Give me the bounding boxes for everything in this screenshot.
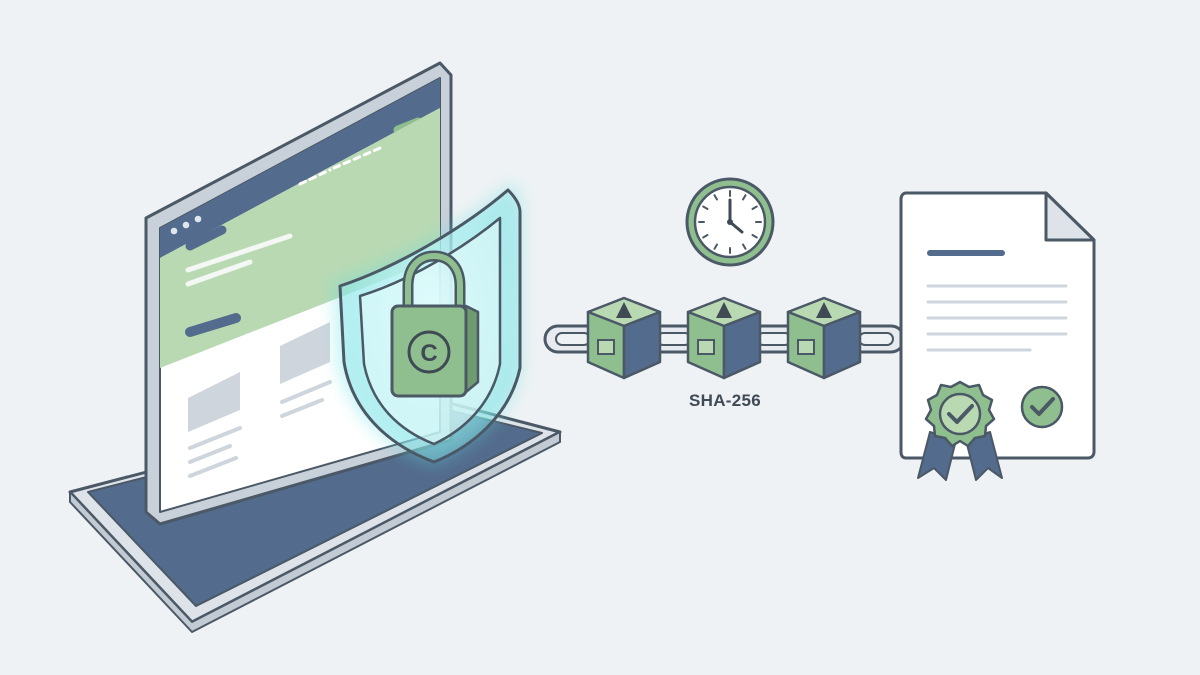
copyright-icon: C (407, 330, 451, 374)
content-line (280, 380, 332, 404)
blockchain-icon: SHA-256 (543, 296, 906, 410)
copyright-symbol: C (420, 340, 437, 367)
padlock-shackle-fill (405, 252, 463, 321)
window-dot (182, 221, 190, 229)
content-card (188, 372, 240, 432)
hash-label: SHA-256 (689, 391, 761, 410)
chain-block (586, 296, 662, 380)
content-line (188, 444, 232, 464)
laptop-base-edge (69, 431, 561, 633)
hero-heading (185, 225, 227, 251)
nav-link (298, 168, 332, 186)
window-dot (170, 227, 178, 235)
checkmark-icon (1020, 385, 1064, 429)
certificate-fold (1044, 191, 1096, 242)
content-line (280, 398, 324, 418)
webpage-hero (160, 108, 440, 368)
padlock-icon: C (390, 250, 480, 398)
award-ribbon-icon (917, 380, 1003, 481)
window-dot (194, 215, 202, 223)
nav-link (332, 146, 382, 170)
content-card (280, 322, 330, 384)
award-check (947, 404, 974, 424)
chain-block (686, 296, 762, 380)
hero-cta (185, 313, 241, 337)
content-line (188, 456, 238, 478)
clock-icon (685, 177, 775, 267)
padlock-body (390, 304, 468, 398)
webpage-navbar (160, 78, 440, 258)
hero-line (185, 233, 293, 273)
padlock-body-side (464, 304, 480, 394)
content-line (188, 426, 242, 450)
chain-block (786, 296, 862, 380)
certificate-icon (899, 191, 1096, 481)
hero-line (185, 259, 253, 287)
